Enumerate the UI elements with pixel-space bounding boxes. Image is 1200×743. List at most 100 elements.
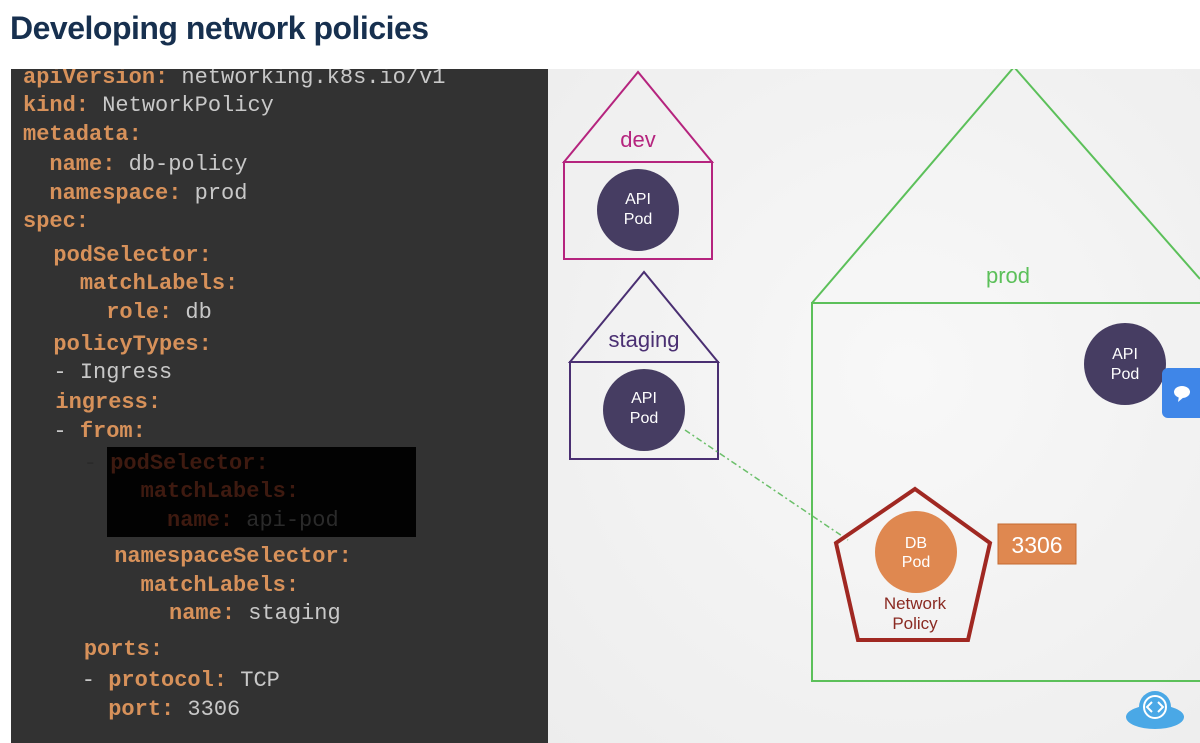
feedback-tab[interactable]	[1162, 368, 1200, 418]
code-line: name: api-pod	[35, 508, 339, 534]
code-key: name:	[167, 508, 234, 533]
code-indent	[29, 697, 108, 722]
code-value: api-pod	[233, 508, 339, 533]
dev-namespace-label: dev	[620, 127, 655, 152]
brand-logo-icon	[1126, 691, 1184, 729]
code-line: name: db-policy	[23, 152, 247, 178]
code-indent: -	[31, 451, 111, 476]
code-key: spec:	[23, 209, 90, 234]
code-value: networking.k8s.io/v1	[168, 69, 446, 90]
dev-api-pod-line1: API	[625, 191, 651, 208]
code-key: name:	[169, 601, 236, 626]
dev-api-pod-line2: Pod	[624, 211, 652, 228]
code-line: kind: NetworkPolicy	[23, 93, 274, 119]
code-indent	[27, 271, 80, 296]
code-line: - from:	[27, 419, 146, 445]
staging-namespace: staging	[567, 270, 721, 460]
code-highlight-mask	[107, 447, 416, 537]
code-line: ingress:	[29, 390, 161, 416]
code-line: - podSelector:	[31, 451, 269, 477]
code-key: matchLabels:	[140, 573, 300, 598]
code-line: policyTypes:	[27, 332, 212, 358]
db-pod-line1: DB	[905, 535, 927, 552]
code-key: from:	[79, 419, 146, 444]
code-indent	[35, 508, 167, 533]
code-indent	[35, 573, 141, 598]
code-key: ingress:	[55, 390, 162, 415]
dev-api-pod: API Pod	[597, 169, 679, 251]
code-value: db-policy	[115, 152, 248, 177]
code-key: name:	[49, 152, 116, 177]
code-line: - Ingress	[27, 360, 172, 386]
prod-api-pod-line1: API	[1112, 346, 1138, 363]
staging-api-pod-line2: Pod	[630, 410, 658, 427]
port-badge: 3306	[997, 523, 1077, 565]
prod-namespace: prod	[811, 69, 1200, 682]
code-key: role:	[106, 300, 173, 325]
code-value: Ingress	[79, 360, 173, 385]
code-key: podSelector:	[53, 243, 212, 268]
prod-api-pod-line2: Pod	[1111, 366, 1139, 383]
code-value: prod	[181, 181, 248, 206]
code-line: name: staging	[37, 601, 341, 627]
code-line: matchLabels:	[27, 271, 238, 297]
diagram-canvas: dev API Pod staging API Pod prod API	[561, 69, 1200, 682]
staging-api-pod: API Pod	[603, 369, 685, 451]
code-indent: -	[27, 360, 80, 385]
db-pod: DB Pod	[875, 511, 957, 593]
code-key: port:	[108, 697, 175, 722]
code-line: ports:	[31, 637, 163, 663]
code-line: matchLabels:	[35, 573, 299, 599]
code-line: metadata:	[23, 122, 142, 148]
code-line: namespaceSelector:	[35, 544, 352, 570]
code-indent	[35, 544, 114, 569]
network-diagram: dev API Pod staging API Pod prod API	[548, 69, 1200, 743]
network-policy-line1: Network	[884, 594, 947, 613]
code-indent	[35, 479, 141, 504]
chat-bubble-icon	[1174, 386, 1190, 402]
code-value: 3306	[174, 697, 241, 722]
db-pod-line2: Pod	[902, 554, 930, 571]
code-key: apiVersion:	[23, 69, 169, 90]
allowed-traffic-line	[684, 429, 849, 541]
prod-namespace-label: prod	[986, 263, 1030, 288]
code-indent: -	[27, 419, 80, 444]
code-value: TCP	[227, 668, 280, 693]
code-key: namespace:	[49, 181, 182, 206]
code-line: spec:	[23, 209, 89, 235]
code-line: namespace: prod	[23, 181, 247, 207]
code-line: - protocol: TCP	[29, 668, 280, 694]
code-key: kind:	[23, 93, 90, 118]
staging-api-pod-line1: API	[631, 390, 657, 407]
code-value: staging	[235, 601, 341, 626]
code-indent: -	[29, 668, 109, 693]
dev-namespace: dev	[561, 70, 715, 260]
code-indent	[27, 243, 53, 268]
page-title: Developing network policies	[10, 10, 429, 46]
code-key: podSelector:	[110, 451, 269, 476]
code-key: protocol:	[108, 668, 228, 693]
code-indent	[29, 390, 55, 415]
port-badge-label: 3306	[1011, 532, 1062, 558]
code-line: port: 3306	[29, 697, 240, 723]
network-policy: Network Policy	[833, 486, 993, 642]
prod-api-pod: API Pod	[1084, 323, 1166, 405]
code-indent	[27, 300, 106, 325]
code-key: policyTypes:	[53, 332, 212, 357]
code-indent	[27, 332, 53, 357]
code-value: db	[172, 300, 212, 325]
code-indent	[23, 152, 49, 177]
code-line: role: db	[27, 300, 212, 326]
code-key: metadata:	[23, 122, 142, 147]
code-indent	[37, 601, 169, 626]
code-indent	[31, 637, 84, 662]
code-line: matchLabels:	[35, 479, 299, 505]
code-key: matchLabels:	[140, 479, 300, 504]
code-indent	[23, 181, 49, 206]
code-key: namespaceSelector:	[114, 544, 352, 569]
code-line: apiVersion: networking.k8s.io/v1	[23, 69, 445, 91]
staging-namespace-label: staging	[609, 327, 680, 352]
code-key: matchLabels:	[79, 271, 239, 296]
network-policy-line2: Policy	[892, 614, 938, 633]
